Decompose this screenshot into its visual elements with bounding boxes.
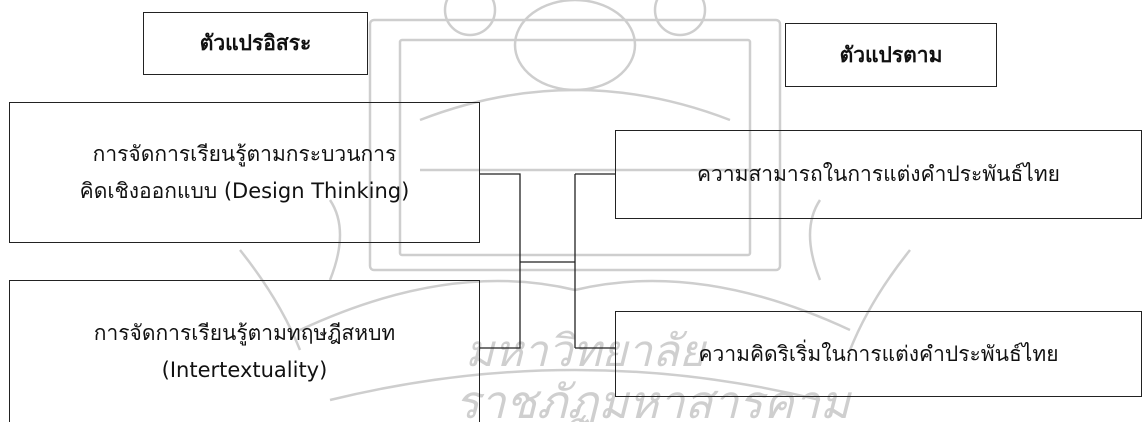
dependent-variable-1: ความสามารถในการแต่งคำประพันธ์ไทย [697,162,1060,187]
dependent-variable-box-1: ความสามารถในการแต่งคำประพันธ์ไทย [615,130,1142,219]
independent-variable-2-line2: (Intertextuality) [161,357,328,382]
watermark-text-line1: มหาวิทยาลัย [465,326,708,377]
independent-variable-1-line1: การจัดการเรียนรู้ตามกระบวนการ [92,141,397,166]
independent-variable-box-2: การจัดการเรียนรู้ตามทฤษฎีสหบท (Intertext… [9,280,480,422]
independent-variable-heading-box: ตัวแปรอิสระ [143,12,368,75]
independent-variable-1-line2: คิดเชิงออกแบบ (Design Thinking) [79,178,410,203]
independent-variable-box-1: การจัดการเรียนรู้ตามกระบวนการ คิดเชิงออก… [9,102,480,243]
dependent-variable-heading-box: ตัวแปรตาม [785,23,997,87]
dependent-variable-heading: ตัวแปรตาม [839,42,943,67]
independent-variable-heading: ตัวแปรอิสระ [199,31,312,55]
dependent-variable-2: ความคิดริเริ่มในการแต่งคำประพันธ์ไทย [698,341,1059,366]
watermark-text-line2: ราชภัฏมหาสารคาม [455,375,853,422]
dependent-variable-box-2: ความคิดริเริ่มในการแต่งคำประพันธ์ไทย [615,311,1142,397]
independent-variable-2-line1: การจัดการเรียนรู้ตามทฤษฎีสหบท [93,320,396,345]
